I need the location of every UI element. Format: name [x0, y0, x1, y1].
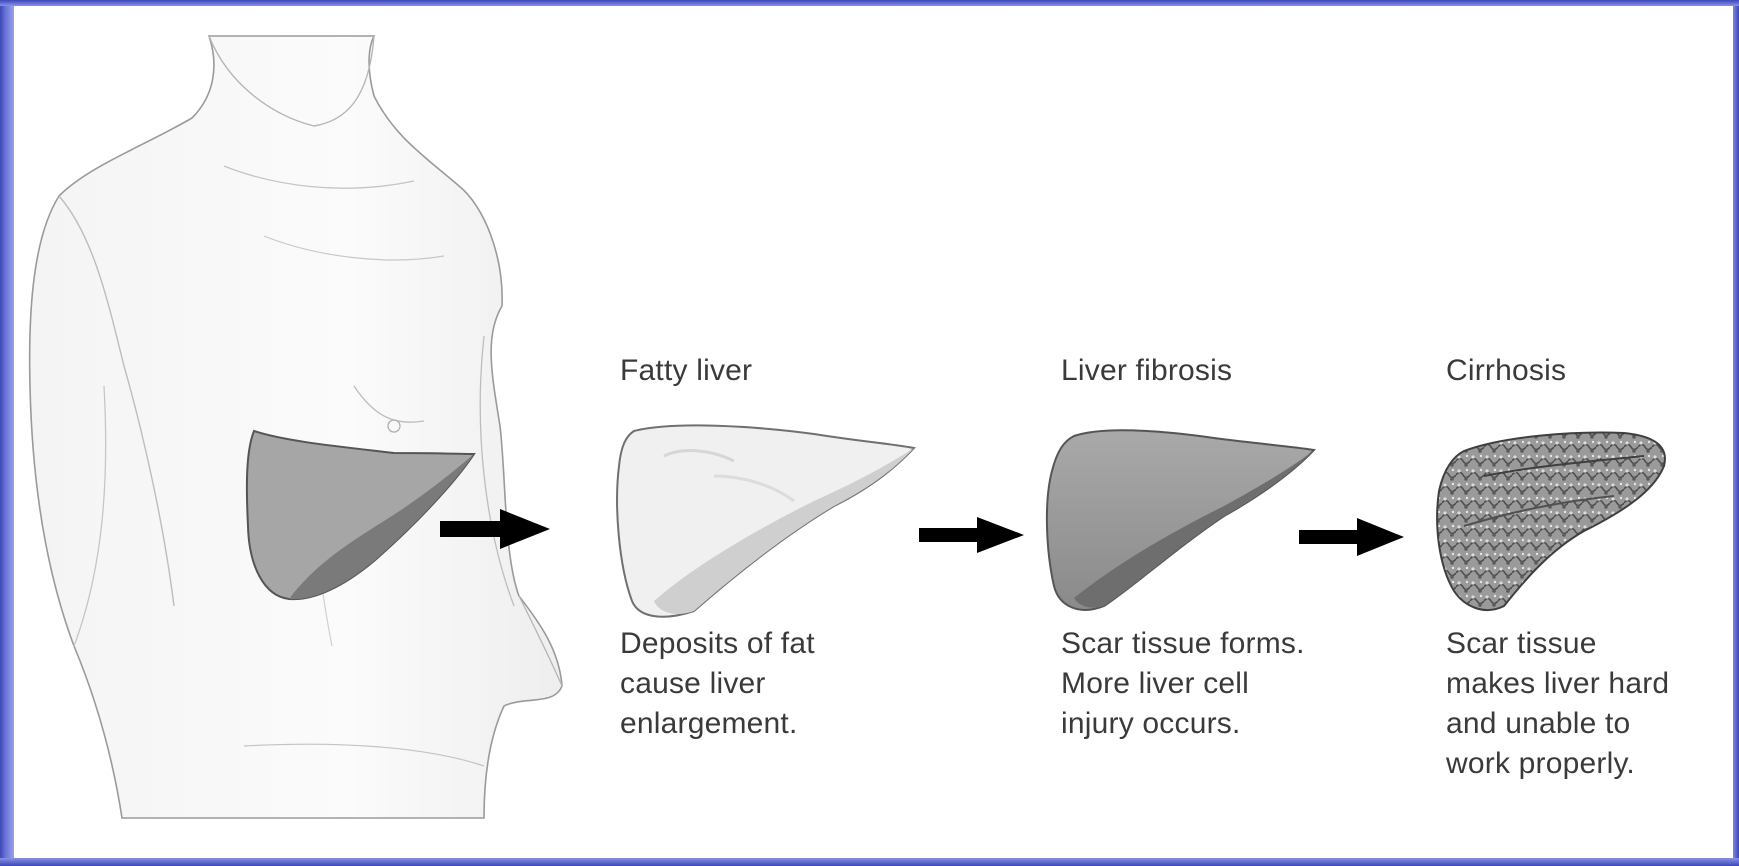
- caption-fatty-liver: Deposits of fat cause liver enlargement.: [620, 624, 815, 744]
- stage-title-fatty-liver: Fatty liver: [620, 354, 752, 388]
- slide-frame-left: [0, 0, 14, 866]
- stage-title-liver-fibrosis: Liver fibrosis: [1061, 354, 1232, 388]
- cirrhosis-liver-illustration: [1437, 433, 1665, 610]
- caption-cirrhosis: Scar tissue makes liver hard and unable …: [1446, 624, 1669, 784]
- torso-illustration: [30, 36, 562, 818]
- slide-frame-bottom: [0, 858, 1739, 866]
- slide-frame-right: [1733, 0, 1739, 866]
- fatty-liver-illustration: [617, 425, 914, 616]
- caption-liver-fibrosis: Scar tissue forms. More liver cell injur…: [1061, 624, 1305, 744]
- diagram-panel: Fatty liver Liver fibrosis Cirrhosis Dep…: [14, 6, 1733, 858]
- arrow-2: [919, 517, 1024, 553]
- arrow-3: [1299, 518, 1404, 556]
- stage-title-cirrhosis: Cirrhosis: [1446, 354, 1566, 388]
- fibrosis-liver-illustration: [1047, 430, 1314, 610]
